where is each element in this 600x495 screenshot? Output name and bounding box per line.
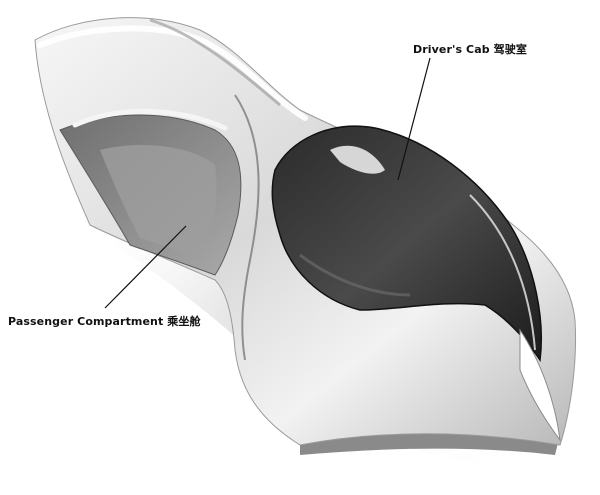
passenger-inner-shade	[100, 145, 217, 258]
passenger-compartment-leader-line	[104, 225, 187, 309]
front-nose	[519, 328, 561, 442]
top-ridge	[37, 25, 308, 121]
side-groove	[234, 94, 260, 361]
drivers-cab-canopy	[271, 125, 542, 363]
drivers-cab-leader-line	[397, 57, 431, 181]
canopy-edge-highlight	[469, 194, 536, 351]
canopy-inner-highlight	[299, 253, 411, 297]
canopy-reflection	[330, 145, 385, 174]
drivers-cab-label: Driver's Cab 驾驶室	[413, 43, 527, 56]
top-ridge-shadow	[149, 18, 281, 107]
passenger-seat-rim	[72, 108, 228, 131]
passenger-compartment-label: Passenger Compartment 乘坐舱	[8, 315, 201, 328]
